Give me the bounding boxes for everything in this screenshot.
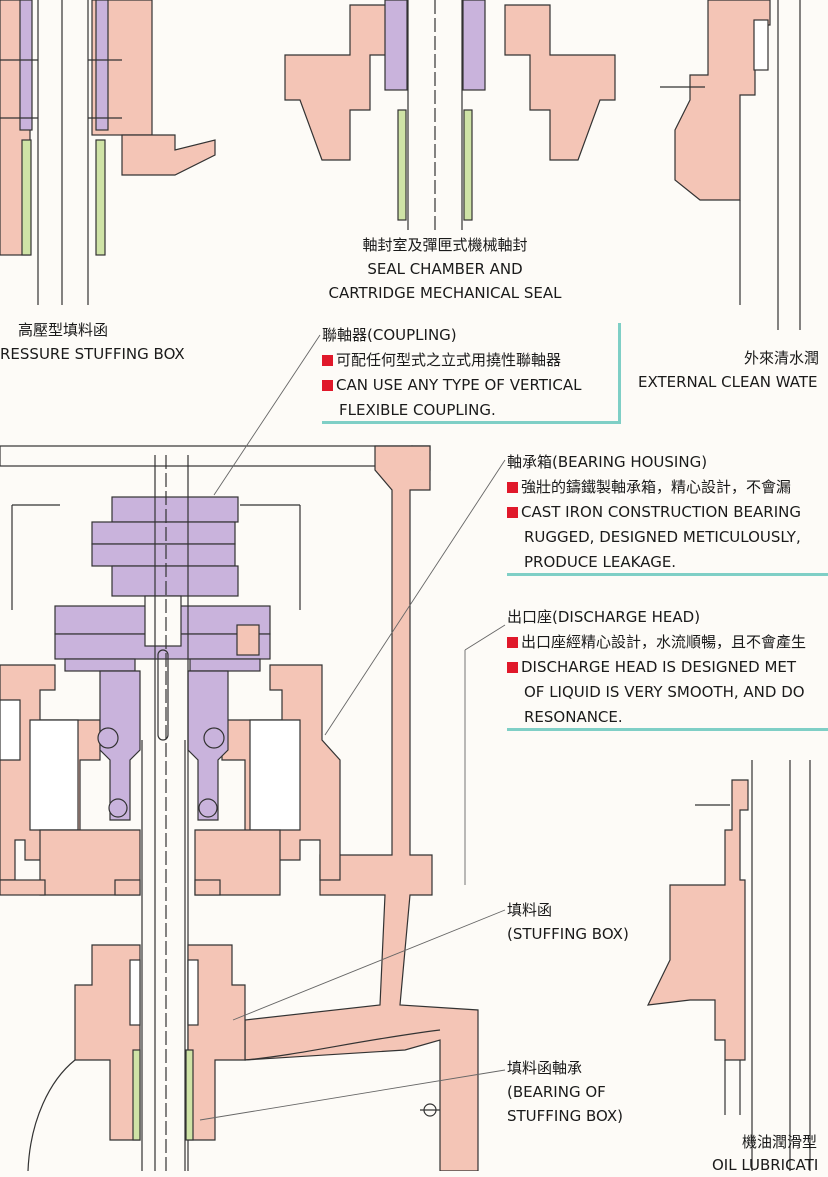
bearing-housing-bullet-en: CAST IRON CONSTRUCTION BEARING: [521, 503, 801, 521]
red-bullet-icon: [322, 355, 333, 366]
red-bullet-icon: [507, 482, 518, 493]
coupling-bullet-en-2: FLEXIBLE COUPLING.: [339, 401, 496, 419]
red-bullet-icon: [322, 380, 333, 391]
bearing-housing-bullet-en-3: PRODUCE LEAKAGE.: [524, 553, 677, 571]
oil-lubrication-zh: 機油潤滑型: [742, 1133, 818, 1151]
seal-chamber-label: 軸封室及彈匣式機械軸封 SEAL CHAMBER AND CARTRIDGE M…: [300, 233, 590, 305]
clean-water-en: EXTERNAL CLEAN WATE: [638, 373, 818, 391]
clean-water-zh: 外來清水潤: [744, 349, 820, 367]
coupling-title: 聯軸器(COUPLING): [322, 326, 457, 344]
discharge-head-callout: 出口座(DISCHARGE HEAD) 出口座經精心設計，水流順暢，且不會產生 …: [507, 605, 828, 731]
high-pressure-stuffing-box-drawing: [0, 0, 216, 305]
external-clean-water-drawing: [660, 0, 801, 330]
bearing-housing-bullet-zh: 強壯的鑄鐵製軸承箱，精心設計，不會漏: [521, 478, 792, 496]
bearing-stuffing-en1: (BEARING OF: [507, 1083, 606, 1101]
main-pump-drawing: [0, 445, 479, 1171]
oil-lubrication-drawing: [646, 760, 811, 1171]
coupling-bullet-en: CAN USE ANY TYPE OF VERTICAL: [336, 376, 582, 394]
stuffing-box-en: (STUFFING BOX): [507, 925, 629, 943]
discharge-head-bullet-en-3: RESONANCE.: [524, 708, 623, 726]
leader-lines: [199, 334, 506, 1121]
stuffing-box-zh: 填料函: [507, 901, 553, 919]
seal-chamber-en1: SEAL CHAMBER AND: [367, 260, 523, 278]
high-pressure-en: RESSURE STUFFING BOX: [0, 345, 185, 363]
oil-lubrication-en: OIL LUBRICATI: [712, 1156, 819, 1174]
bearing-housing-bullet-en-2: RUGGED, DESIGNED METICULOUSLY,: [524, 528, 801, 546]
red-bullet-icon: [507, 662, 518, 673]
discharge-head-bullet-zh: 出口座經精心設計，水流順暢，且不會產生: [521, 633, 807, 651]
coupling-bullet-zh: 可配任何型式之立式用撓性聯軸器: [336, 351, 562, 369]
bearing-stuffing-zh: 填料函軸承: [507, 1059, 583, 1077]
bearing-stuffing-en2: STUFFING BOX): [507, 1107, 623, 1125]
red-bullet-icon: [507, 507, 518, 518]
discharge-head-title: 出口座(DISCHARGE HEAD): [507, 608, 701, 626]
seal-chamber-en2: CARTRIDGE MECHANICAL SEAL: [328, 284, 562, 302]
seal-chamber-drawing: [284, 0, 616, 230]
high-pressure-zh: 高壓型填料函: [18, 321, 109, 339]
discharge-head-bullet-en-2: OF LIQUID IS VERY SMOOTH, AND DO: [524, 683, 805, 701]
coupling-callout: 聯軸器(COUPLING) 可配任何型式之立式用撓性聯軸器 CAN USE AN…: [322, 323, 621, 424]
discharge-head-bullet-en: DISCHARGE HEAD IS DESIGNED MET: [521, 658, 797, 676]
seal-chamber-zh: 軸封室及彈匣式機械軸封: [362, 236, 528, 254]
bearing-housing-callout: 軸承箱(BEARING HOUSING) 強壯的鑄鐵製軸承箱，精心設計，不會漏 …: [507, 450, 828, 576]
red-bullet-icon: [507, 637, 518, 648]
bearing-housing-title: 軸承箱(BEARING HOUSING): [507, 453, 708, 471]
